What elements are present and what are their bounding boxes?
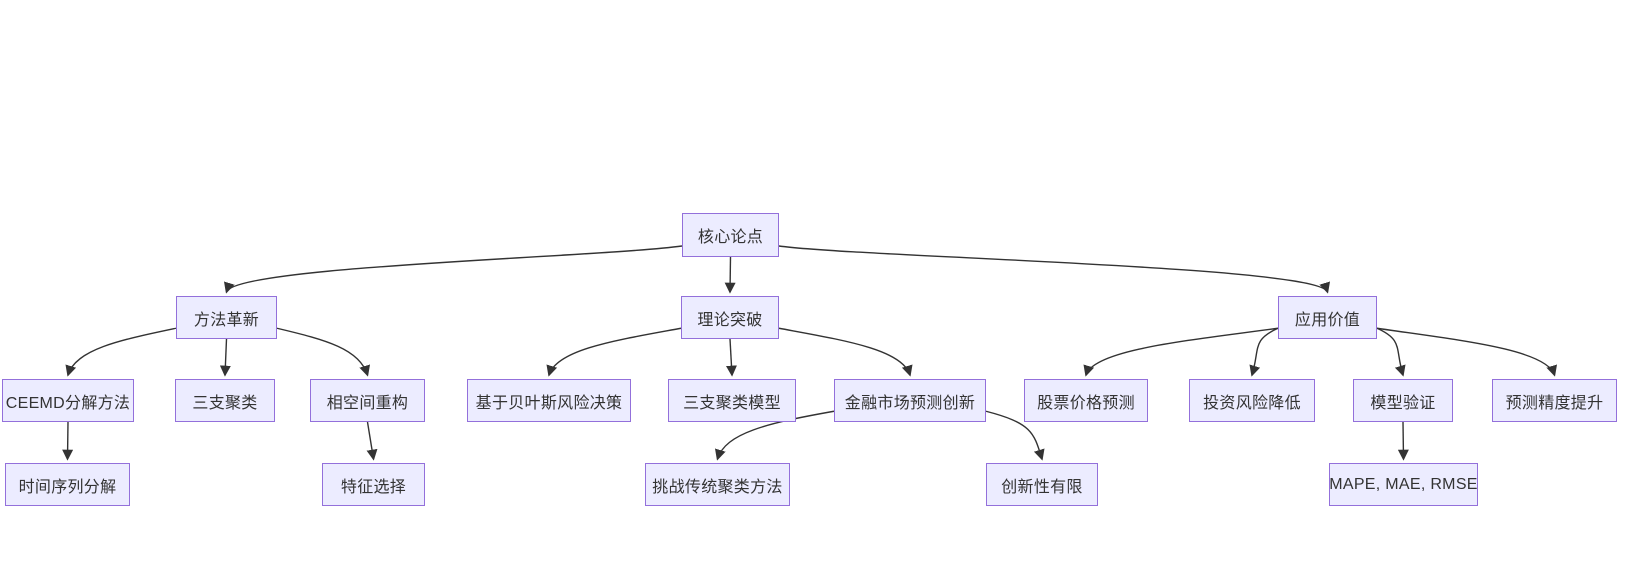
edge-application-model-valid xyxy=(1376,327,1406,377)
edge-core-method xyxy=(224,245,683,294)
node-invest-risk: 投资风险降低 xyxy=(1189,379,1315,422)
node-ceemd: CEEMD分解方法 xyxy=(2,379,134,422)
edge-application-invest-risk xyxy=(1249,327,1279,377)
edge-phase-space-feature-sel xyxy=(366,421,378,461)
node-accuracy: 预测精度提升 xyxy=(1492,379,1617,422)
edge-core-application xyxy=(778,245,1330,294)
edge-application-stock xyxy=(1083,327,1279,377)
node-core: 核心论点 xyxy=(682,213,779,257)
edge-method-ceemd xyxy=(65,327,177,377)
edge-theory-fin-innov xyxy=(778,327,913,377)
node-method: 方法革新 xyxy=(176,296,277,339)
node-application: 应用价值 xyxy=(1278,296,1377,339)
edge-ceemd-ts-decomp xyxy=(62,421,74,461)
node-limited-innov: 创新性有限 xyxy=(986,463,1098,506)
node-metrics: MAPE, MAE, RMSE xyxy=(1329,463,1478,506)
edge-theory-twc-model xyxy=(725,338,737,377)
node-model-valid: 模型验证 xyxy=(1353,379,1453,422)
node-ts-decomp: 时间序列分解 xyxy=(5,463,130,506)
edge-fin-innov-limited-innov xyxy=(985,410,1045,461)
edge-method-three-way xyxy=(219,338,231,377)
node-challenge: 挑战传统聚类方法 xyxy=(645,463,790,506)
node-fin-innov: 金融市场预测创新 xyxy=(834,379,986,422)
edge-core-theory xyxy=(724,256,736,294)
node-bayes: 基于贝叶斯风险决策 xyxy=(467,379,631,422)
edge-fin-innov-challenge xyxy=(715,410,835,461)
node-stock: 股票价格预测 xyxy=(1024,379,1148,422)
edge-application-accuracy xyxy=(1376,327,1557,377)
node-three-way: 三支聚类 xyxy=(175,379,275,422)
node-theory: 理论突破 xyxy=(681,296,779,339)
node-feature-sel: 特征选择 xyxy=(322,463,425,506)
node-twc-model: 三支聚类模型 xyxy=(668,379,796,422)
edge-theory-bayes xyxy=(546,327,682,377)
edge-method-phase-space xyxy=(276,327,370,377)
edge-model-valid-metrics xyxy=(1397,421,1409,461)
node-phase-space: 相空间重构 xyxy=(310,379,425,422)
